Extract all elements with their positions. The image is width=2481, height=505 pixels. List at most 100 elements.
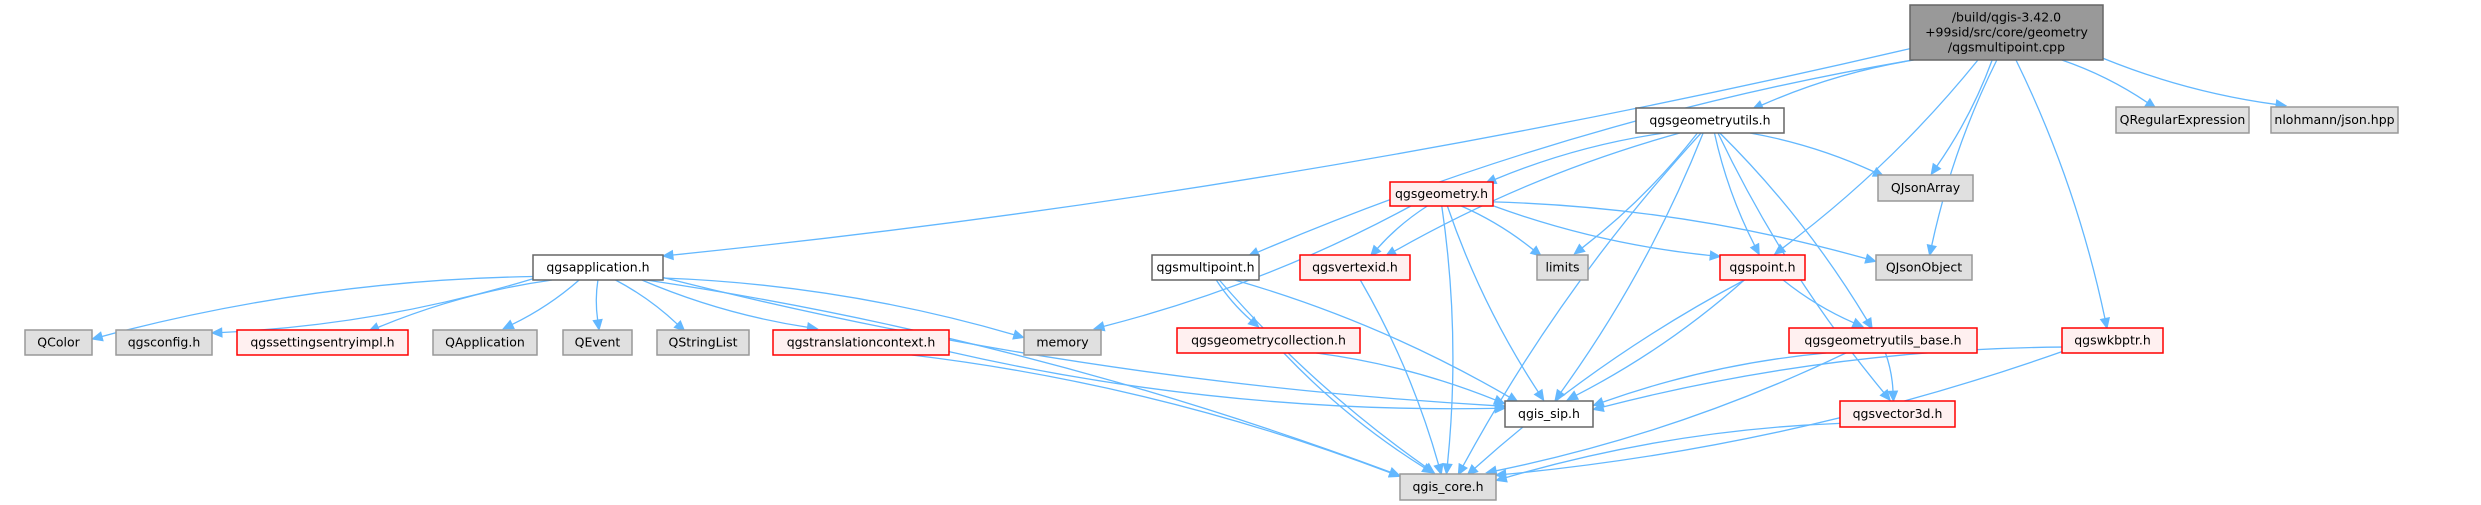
node-qgspoint[interactable]: qgspoint.h [1719, 254, 1806, 281]
edge-qgspoint-to-qgsgeometryutils_base [1782, 279, 1855, 324]
edge-qgsapplication-to-memory [662, 277, 1015, 336]
node-qgsgeometrycollection[interactable]: qgsgeometrycollection.h [1176, 327, 1361, 354]
node-qgsgeometryutils_base[interactable]: qgsgeometryutils_base.h [1788, 327, 1978, 354]
node-box-qgswkbptr[interactable] [2061, 327, 2164, 354]
arrowhead-qgsgeometrycollection-to-qgis_core [1421, 462, 1434, 474]
node-box-qgsmultipoint[interactable] [1151, 254, 1260, 281]
arrowhead-root-to-qgswkbptr [2099, 316, 2111, 330]
edge-qgsgeometryutils-to-qgsgeometryutils_base [1719, 132, 1868, 321]
node-box-QStringList[interactable] [656, 329, 750, 356]
node-box-qgsapplication[interactable] [532, 254, 664, 281]
edge-qgsgeometry-to-qgis_sip [1446, 205, 1539, 393]
edge-qgsgeometry-to-QJsonObject [1492, 201, 1867, 260]
node-box-QJsonObject[interactable] [1875, 254, 1973, 281]
node-qgsconfig[interactable]: qgsconfig.h [115, 329, 213, 356]
node-label-qgstranslationcontext: qgstranslationcontext.h [787, 335, 936, 350]
node-qgssettingsentryimpl[interactable]: qgssettingsentryimpl.h [236, 329, 409, 356]
node-box-nlohmann[interactable] [2270, 106, 2399, 134]
node-box-qgsvertexid[interactable] [1299, 254, 1411, 281]
edge-qgsapplication-to-QColor [101, 275, 534, 338]
node-box-qgsgeometry[interactable] [1389, 181, 1494, 207]
node-box-qgsvector3d[interactable] [1839, 400, 1956, 428]
edge-qgsmultipoint-to-qgis_sip [1234, 279, 1510, 398]
edge-qgsgeometry-to-limits [1460, 205, 1534, 251]
node-box-QEvent[interactable] [562, 329, 633, 356]
node-label-QJsonObject: QJsonObject [1886, 260, 1962, 275]
node-box-qgspoint[interactable] [1719, 254, 1806, 281]
node-qgswkbptr[interactable]: qgswkbptr.h [2061, 327, 2164, 354]
node-qgis_core[interactable]: qgis_core.h [1399, 473, 1497, 501]
edge-qgsapplication-to-qgstranslationcontext [641, 279, 808, 328]
edge-root-to-QRegularExpression [2061, 59, 2148, 104]
node-root[interactable]: /build/qgis-3.42.0+99sid/src/core/geomet… [1909, 4, 2104, 61]
node-label-root: +99sid/src/core/geometry [1925, 25, 2088, 40]
node-QRegularExpression[interactable]: QRegularExpression [2115, 106, 2250, 134]
node-label-qgsvertexid: qgsvertexid.h [1312, 260, 1398, 275]
edge-qgsgeometry-to-qgis_core [1441, 205, 1454, 465]
node-qgsvertexid[interactable]: qgsvertexid.h [1299, 254, 1411, 281]
node-box-QRegularExpression[interactable] [2115, 106, 2250, 134]
node-QStringList[interactable]: QStringList [656, 329, 750, 356]
node-box-QJsonArray[interactable] [1877, 174, 1974, 202]
node-box-QColor[interactable] [24, 329, 93, 356]
edge-root-to-qgsmultipoint [1257, 59, 1913, 253]
edge-qgsvector3d-to-qgis_core [1505, 422, 1841, 479]
node-label-QApplication: QApplication [445, 335, 525, 350]
node-qgsmultipoint[interactable]: qgsmultipoint.h [1151, 254, 1260, 281]
node-label-qgsconfig: qgsconfig.h [128, 335, 201, 350]
node-QEvent[interactable]: QEvent [562, 329, 633, 356]
node-qgsapplication[interactable]: qgsapplication.h [532, 254, 664, 281]
node-qgsgeometryutils[interactable]: qgsgeometryutils.h [1635, 107, 1785, 134]
node-qgis_sip[interactable]: qgis_sip.h [1504, 400, 1594, 428]
nodes-layer: /build/qgis-3.42.0+99sid/src/core/geomet… [24, 4, 2399, 501]
node-label-qgsgeometrycollection: qgsgeometrycollection.h [1191, 333, 1346, 348]
arrowhead-qgsgeometryutils-to-qgsvector3d [1879, 388, 1891, 402]
node-box-limits[interactable] [1536, 254, 1589, 281]
node-label-QStringList: QStringList [669, 335, 738, 350]
arrowhead-qgsapplication-to-qgsconfig [210, 327, 223, 338]
arrowhead-qgswkbptr-to-qgis_sip [1592, 401, 1605, 412]
node-box-root[interactable] [1909, 4, 2104, 61]
edge-root-to-QJsonArray [1936, 59, 1993, 167]
node-box-qgsconfig[interactable] [115, 329, 213, 356]
node-nlohmann[interactable]: nlohmann/json.hpp [2270, 106, 2399, 134]
node-box-qgsgeometryutils_base[interactable] [1788, 327, 1978, 354]
node-label-QRegularExpression: QRegularExpression [2120, 112, 2246, 127]
node-QColor[interactable]: QColor [24, 329, 93, 356]
node-box-QApplication[interactable] [432, 329, 538, 356]
arrowhead-qgspoint-to-qgis_sip [1566, 390, 1580, 401]
node-memory[interactable]: memory [1023, 329, 1102, 356]
node-box-qgssettingsentryimpl[interactable] [236, 329, 409, 356]
node-box-qgsgeometrycollection[interactable] [1176, 327, 1361, 354]
node-label-QJsonArray: QJsonArray [1891, 180, 1961, 195]
arrowhead-qgsgeometryutils-to-limits [1573, 243, 1586, 255]
node-box-qgstranslationcontext[interactable] [772, 329, 950, 356]
node-QJsonArray[interactable]: QJsonArray [1877, 174, 1974, 202]
node-QApplication[interactable]: QApplication [432, 329, 538, 356]
node-box-qgis_sip[interactable] [1504, 400, 1594, 428]
node-box-qgis_core[interactable] [1399, 473, 1497, 501]
arrowhead-qgsgeometry-to-qgis_core [1442, 462, 1453, 476]
edge-qgswkbptr-to-qgis_core [1505, 351, 2063, 475]
node-qgsgeometry[interactable]: qgsgeometry.h [1389, 181, 1494, 207]
node-QJsonObject[interactable]: QJsonObject [1875, 254, 1973, 281]
node-label-nlohmann: nlohmann/json.hpp [2274, 112, 2394, 127]
node-label-root: /qgsmultipoint.cpp [1948, 40, 2065, 55]
edge-root-to-qgsgeometryutils [1761, 59, 1914, 106]
node-label-qgsgeometry: qgsgeometry.h [1395, 186, 1488, 201]
edge-qgsgeometry-to-memory [1103, 205, 1412, 327]
edge-root-to-QJsonObject [1931, 59, 1998, 246]
edge-qgsgeometry-to-qgspoint [1492, 205, 1711, 257]
arrowhead-qgsvector3d-to-qgis_core [1495, 472, 1508, 483]
edge-qgsgeometryutils_base-to-qgsvector3d [1884, 352, 1894, 392]
arrowhead-qgsgeometryutils-to-qgsgeometryutils_base [1862, 316, 1873, 330]
node-qgstranslationcontext[interactable]: qgstranslationcontext.h [772, 329, 950, 356]
node-limits[interactable]: limits [1536, 254, 1589, 281]
edge-qgsgeometryutils-to-qgis_sip [1560, 132, 1704, 393]
node-qgsvector3d[interactable]: qgsvector3d.h [1839, 400, 1956, 428]
edge-qgsgeometryutils-to-qgsgeometry [1494, 132, 1665, 180]
edge-qgsgeometryutils_base-to-qgis_core [1495, 352, 1847, 472]
node-box-memory[interactable] [1023, 329, 1102, 356]
node-box-qgsgeometryutils[interactable] [1635, 107, 1785, 134]
arrowhead-qgsmultipoint-to-qgsgeometrycollection [1247, 316, 1260, 328]
